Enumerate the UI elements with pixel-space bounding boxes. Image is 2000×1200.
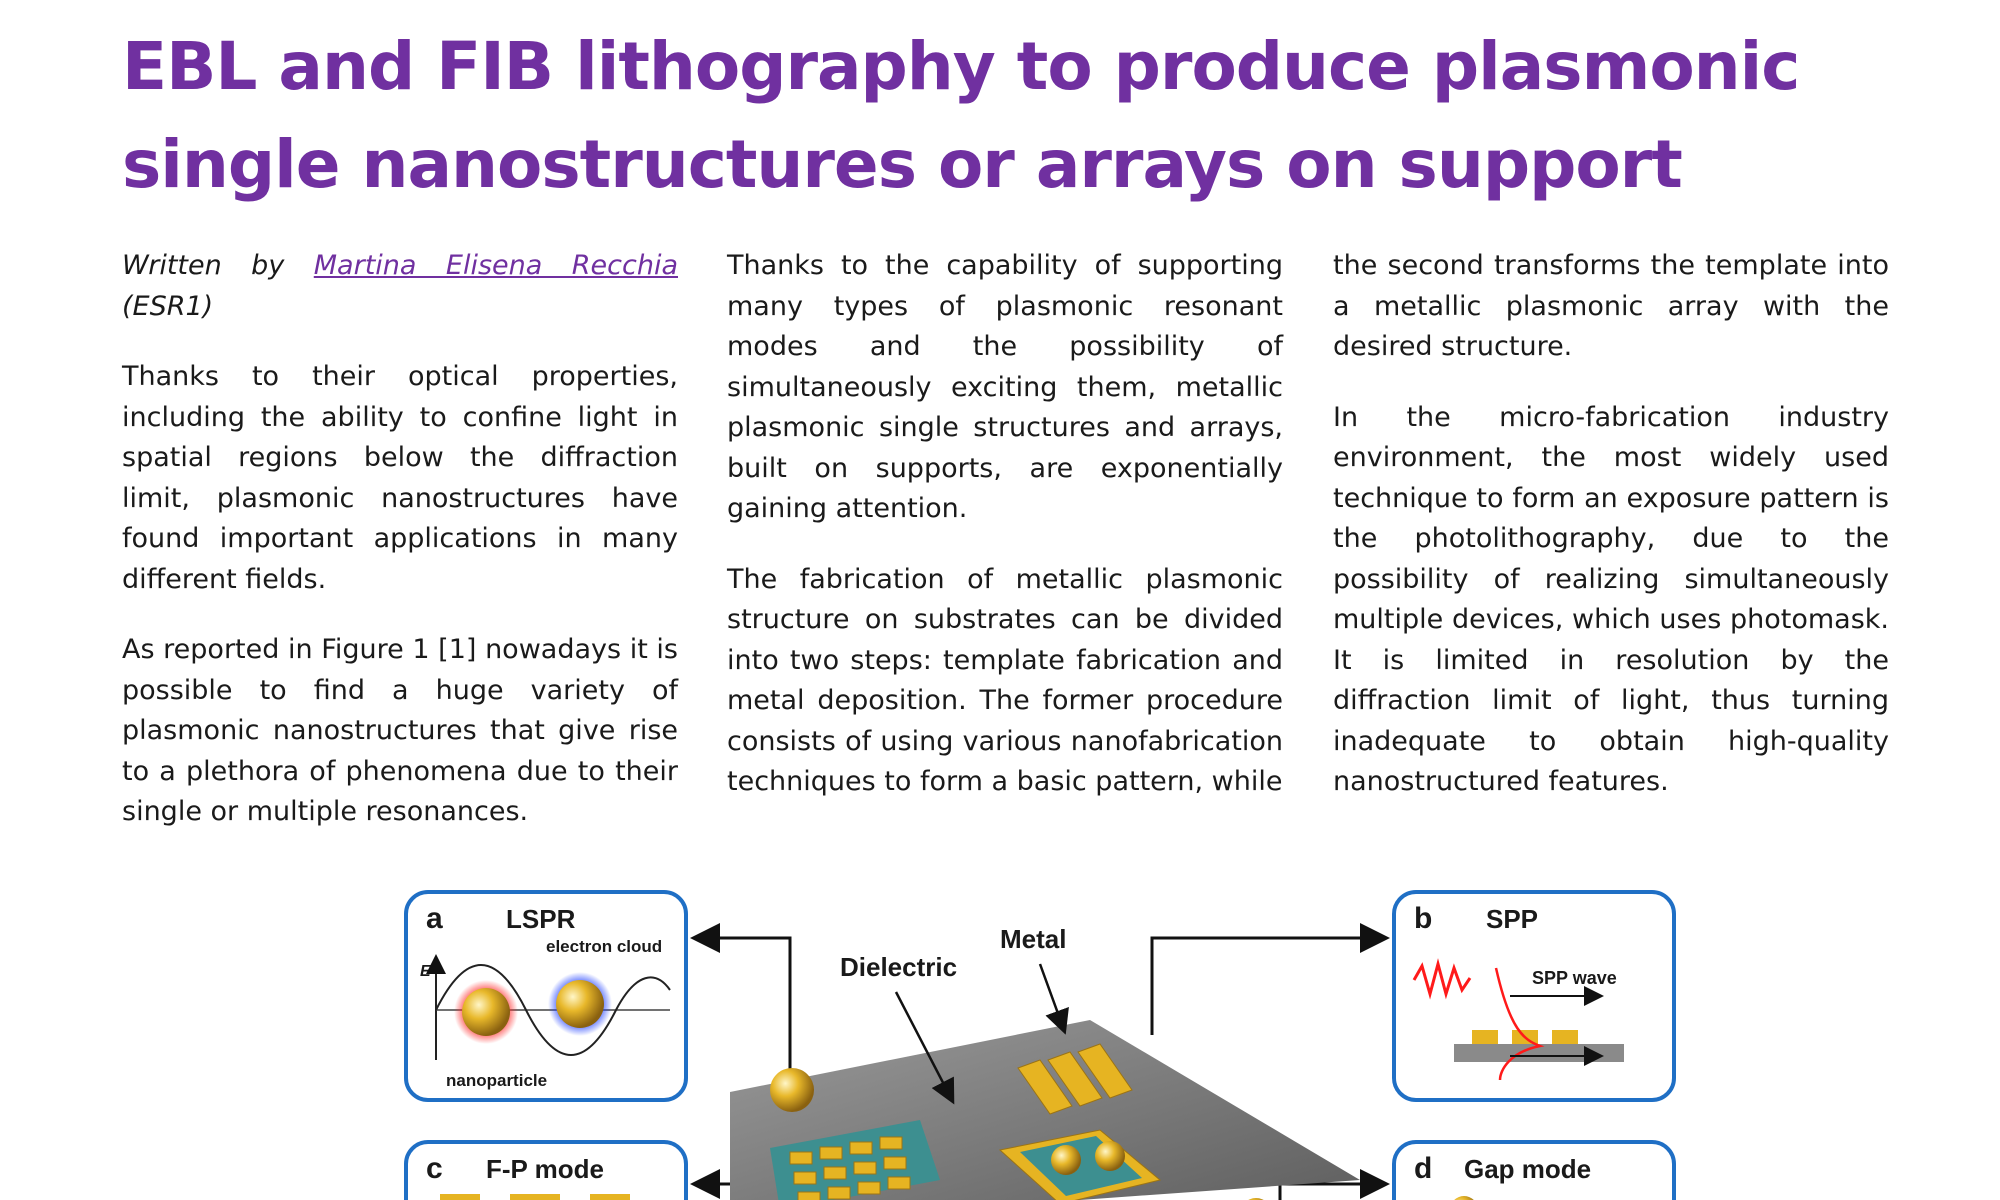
- sphere-3-icon: [1095, 1141, 1125, 1171]
- text-column-2: Thanks to the capability of supporting m…: [727, 246, 1283, 833]
- metal-grid: [789, 1136, 911, 1200]
- plasmonic-modes-diagram: a LSPR E electron cloud nanoparticle b S…: [404, 890, 1676, 1200]
- dielectric-pointer: [894, 991, 955, 1105]
- metal-label: Metal: [1000, 924, 1066, 954]
- substrate-b: [1454, 1044, 1624, 1062]
- panel-a-frame: [404, 890, 688, 1102]
- panel-c-frame: [404, 1140, 688, 1200]
- panel-d-title: Gap mode: [1464, 1154, 1591, 1184]
- electron-cloud-label: electron cloud: [546, 937, 662, 956]
- nanoparticle-label: nanoparticle: [446, 1071, 547, 1090]
- text-column-1: Written by Martina Elisena Recchia (ESR1…: [122, 246, 678, 863]
- paragraph-2: As reported in Figure 1 [1] nowadays it …: [122, 634, 678, 827]
- paragraph-5: In the micro-fabrication industry enviro…: [1333, 401, 1889, 798]
- field-wave: [435, 964, 671, 1056]
- panel-c-title: F-P mode: [486, 1154, 604, 1184]
- panel-d: d Gap mode: [1392, 1140, 1676, 1200]
- sphere-2-icon: [1051, 1145, 1081, 1175]
- panel-a: a LSPR E electron cloud nanoparticle: [404, 890, 688, 1102]
- paragraph-1: Thanks to their optical properties, incl…: [122, 361, 678, 595]
- article-title: EBL and FIB lithography to produce plasm…: [122, 28, 1800, 203]
- panel-d-letter: d: [1414, 1152, 1432, 1185]
- byline-suffix: (ESR1): [122, 290, 214, 322]
- gap-particle-icon: [1454, 1196, 1474, 1200]
- author-link[interactable]: Martina Elisena Recchia: [313, 250, 678, 281]
- panel-d-frame: [1392, 1140, 1676, 1200]
- incident-light-icon: [1412, 958, 1472, 1000]
- panel-a-axis-label: E: [420, 963, 432, 980]
- panel-b-title: SPP: [1486, 904, 1538, 934]
- panel-b-letter: b: [1414, 902, 1432, 935]
- paragraph-3: Thanks to the capability of supporting m…: [727, 250, 1283, 524]
- nanoparticle-icon: [462, 988, 510, 1036]
- nanoparticle-icon-2: [556, 980, 604, 1028]
- paragraph-4-part-2: the second transforms the template into …: [1333, 250, 1889, 362]
- metal-bars: [1017, 1043, 1133, 1115]
- metal-strip-3: [1552, 1030, 1578, 1044]
- paragraph-4-part-1: The fabrication of metallic plasmonic st…: [727, 563, 1283, 798]
- dielectric-label: Dielectric: [840, 952, 957, 982]
- panel-c-letter: c: [426, 1152, 443, 1185]
- byline: Written by Martina Elisena Recchia (ESR1…: [122, 246, 678, 327]
- byline-prefix: Written by: [122, 250, 314, 281]
- arrow-to-d: [1278, 1169, 1390, 1200]
- metal-strip-1: [1472, 1030, 1498, 1044]
- panel-a-title: LSPR: [506, 904, 576, 934]
- field-profile: [1494, 967, 1545, 1081]
- sphere-1-icon: [770, 1068, 814, 1112]
- panel-c: c F-P mode: [404, 1140, 688, 1200]
- central-device: [730, 1020, 1360, 1200]
- text-column-3: the second transforms the template into …: [1333, 246, 1889, 833]
- fp-strip-3: [590, 1194, 630, 1200]
- fp-strip-1: [440, 1194, 480, 1200]
- panel-b: b SPP SPP wave: [1392, 890, 1676, 1102]
- metal-pointer: [1038, 963, 1069, 1035]
- figure-1: a LSPR E electron cloud nanoparticle b S…: [400, 880, 1680, 1200]
- panel-a-letter: a: [426, 902, 443, 935]
- arrow-to-b: [1150, 923, 1390, 1035]
- fp-strip-2: [510, 1194, 560, 1200]
- spp-wave-label: SPP wave: [1532, 968, 1617, 988]
- arrow-to-a: [690, 923, 792, 1080]
